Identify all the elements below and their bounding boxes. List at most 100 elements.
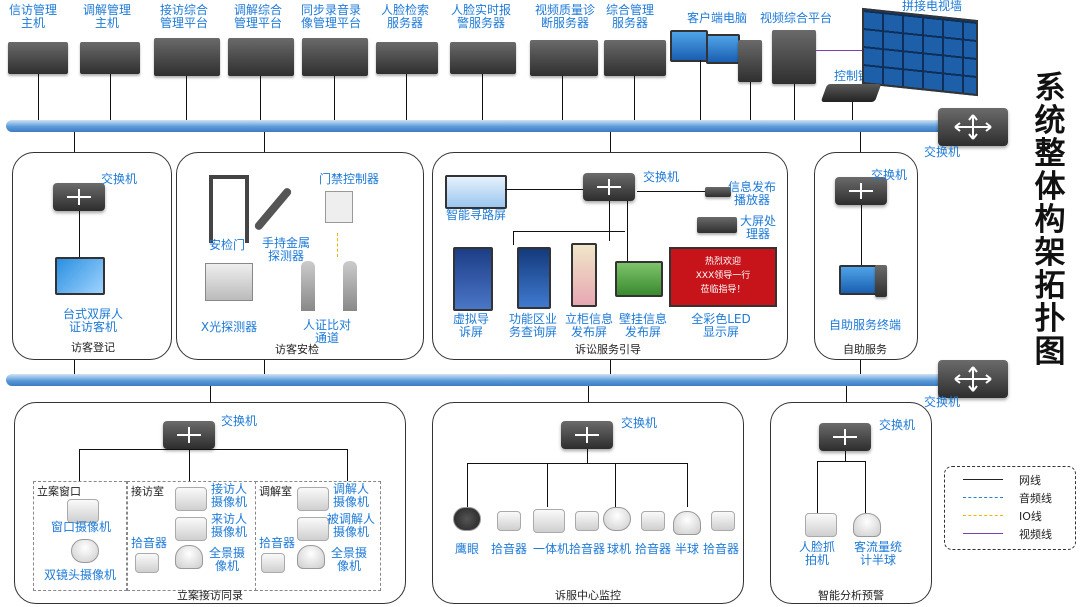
section-recording: 交换机 立案窗口 接访室 调解室 窗口摄像机 双镜头摄像机 接访人 摄像机 来访… <box>14 402 406 604</box>
screen-processor-device <box>697 217 737 233</box>
section-title: 智能分析预警 <box>818 589 884 602</box>
label-video-platform: 视频综合平台 <box>759 11 832 25</box>
legend-swatch-io <box>963 515 1003 516</box>
pickup-device <box>711 511 735 531</box>
label: 人证比对 通道 <box>302 318 351 345</box>
link <box>615 463 616 507</box>
link <box>845 451 846 461</box>
visitor-terminal-label: 台式双屏人 证访客机 <box>62 307 123 334</box>
label-client-pc: 客户端电脑 <box>686 11 747 25</box>
mediation-host-device <box>80 42 140 74</box>
switch-label: 交换机 <box>620 416 657 430</box>
label-face-alarm-server: 人脸实时报 警服务器 <box>450 3 511 30</box>
mediated-camera <box>297 517 329 541</box>
section-title: 诉服中心监控 <box>555 589 621 602</box>
access-controller-device <box>325 191 353 223</box>
virtual-guide-screen <box>453 247 493 311</box>
link <box>260 76 261 120</box>
title-char: 系 <box>1034 70 1066 106</box>
label: 双镜头摄像机 <box>43 568 116 582</box>
legend-label: 网线 <box>1019 474 1041 487</box>
link <box>505 189 585 190</box>
label-visit-host: 信访管理 主机 <box>8 3 57 30</box>
switch <box>163 421 215 449</box>
pickup-device <box>135 553 159 573</box>
title-char: 统 <box>1034 103 1066 139</box>
section-title: 立案接访同录 <box>177 589 243 602</box>
link <box>264 132 265 152</box>
link <box>264 358 265 374</box>
title-char: 整 <box>1034 136 1066 172</box>
link <box>588 386 589 402</box>
face-search-device <box>376 42 438 74</box>
video-platform-device <box>772 30 816 84</box>
bullet-camera <box>533 509 565 533</box>
info-player-device <box>705 187 731 197</box>
link <box>610 358 611 374</box>
integrated-server-device <box>604 40 666 76</box>
label: 拾音器 <box>702 542 739 556</box>
link <box>817 461 818 513</box>
legend-swatch-audio <box>963 497 1003 498</box>
legend-label: IO线 <box>1019 510 1042 523</box>
core-switch-upper <box>938 108 1008 146</box>
face-alarm-device <box>450 42 516 74</box>
core-switch-lower <box>938 360 1008 398</box>
link <box>79 449 347 450</box>
label: 大屏处 理器 <box>739 214 776 241</box>
label: 球机 <box>606 542 631 556</box>
dual-lens-camera <box>71 539 99 563</box>
link <box>627 201 628 261</box>
switch <box>53 183 105 211</box>
label-video-wall: 拼接电视墙 <box>901 0 962 13</box>
turnstile-right <box>343 261 357 311</box>
switch <box>583 173 635 201</box>
link <box>210 386 211 402</box>
link <box>562 76 563 120</box>
section-litigation-guide: 智能寻路屏 交换机 信息发布 播放器 大屏处 理器 虚拟导 诉屏 功能区业 务查… <box>432 152 788 360</box>
label: 接访人 摄像机 <box>210 482 247 509</box>
label: 信息发布 播放器 <box>727 180 776 207</box>
section-title: 诉讼服务引导 <box>575 343 641 356</box>
visit-host-device <box>8 42 68 74</box>
section-self-service: 交换机 自助服务终端 自助服务 <box>814 152 918 360</box>
link <box>74 132 75 152</box>
client-tower <box>738 40 762 82</box>
legend-label: 视频线 <box>1019 528 1052 541</box>
switch <box>835 177 887 205</box>
video-quality-device <box>530 40 598 76</box>
reception-platform-device <box>154 38 220 76</box>
link <box>38 74 39 120</box>
eagle-eye-camera <box>453 507 481 531</box>
turnstile-left <box>301 261 315 311</box>
label: 功能区业 务查询屏 <box>508 312 557 339</box>
section-analysis: 交换机 人脸抓 拍机 客流量统 计半球 智能分析预警 <box>770 402 932 604</box>
legend: 网线 音频线 IO线 视频线 <box>944 466 1076 550</box>
wall-screen <box>615 261 663 297</box>
switch-label: 交换机 <box>220 414 257 428</box>
link <box>865 461 866 513</box>
mediation-platform-device <box>228 38 294 76</box>
label: 虚拟导 诉屏 <box>452 312 489 339</box>
link <box>610 132 611 152</box>
xray-device <box>205 263 253 301</box>
window-camera <box>67 499 99 523</box>
link <box>513 231 625 232</box>
title-char: 体 <box>1034 169 1066 205</box>
label: 半球 <box>674 542 699 556</box>
room-label: 调解室 <box>259 485 292 498</box>
link <box>79 211 80 257</box>
client-monitor-left <box>670 30 708 62</box>
link <box>406 74 407 120</box>
mediator-camera <box>297 487 329 511</box>
link <box>74 358 75 374</box>
label: 人脸抓 拍机 <box>798 540 835 567</box>
visitor-terminal-device <box>55 257 105 295</box>
security-gate-device <box>209 175 249 243</box>
label: 门禁控制器 <box>318 172 379 186</box>
link <box>587 449 588 463</box>
io-line <box>337 233 338 257</box>
label: 一体机 <box>532 542 569 556</box>
label-face-search-server: 人脸检索 服务器 <box>380 3 429 30</box>
